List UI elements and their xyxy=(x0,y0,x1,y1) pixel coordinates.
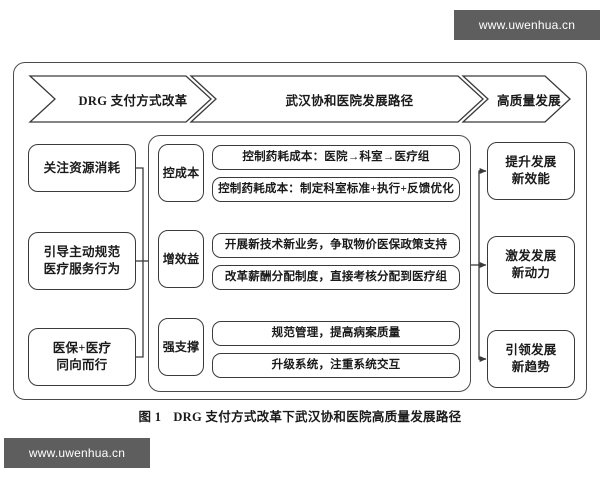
left-box-line: 同向而行 xyxy=(56,358,108,372)
right-box-new-trend: 引领发展 新趋势 xyxy=(487,330,575,388)
item-text: 升级系统，注重系统交互 xyxy=(271,358,401,371)
left-box-line: 引导主动规范 xyxy=(43,245,121,260)
watermark-top: www.uwenhua.cn xyxy=(454,10,600,40)
item-box-cost-control-2: 控制药耗成本：制定科室标准+执行+反馈优化 xyxy=(212,177,460,202)
item-box-strong-support-2: 升级系统，注重系统交互 xyxy=(212,353,460,378)
left-box-line: 医保+医疗 xyxy=(52,341,112,356)
figure-caption: 图 1 DRG 支付方式改革下武汉协和医院高质量发展路径 xyxy=(0,406,600,425)
pillar-label-text: 增效益 xyxy=(162,251,200,266)
right-box-new-efficiency: 提升发展 新效能 xyxy=(487,142,575,200)
right-box-line: 新趋势 xyxy=(511,360,551,374)
pillar-label-strong-support: 强支撑 xyxy=(158,318,204,376)
figure-caption-number: 图 1 xyxy=(138,410,162,424)
item-text: 改革薪酬分配制度，直接考核分配到医疗组 xyxy=(224,270,448,283)
right-box-line: 新效能 xyxy=(511,172,551,186)
left-box-service-behavior: 引导主动规范 医疗服务行为 xyxy=(28,232,136,290)
pillar-label-benefit-increase: 增效益 xyxy=(158,230,204,288)
item-text: 开展新技术新业务，争取物价医保政策支持 xyxy=(224,238,448,251)
item-text: 控制药耗成本：制定科室标准+执行+反馈优化 xyxy=(218,182,454,195)
right-box-line: 提升发展 xyxy=(505,155,557,170)
left-box-line: 关注资源消耗 xyxy=(43,160,121,175)
right-box-line: 激发发展 xyxy=(505,249,557,264)
left-box-line: 医疗服务行为 xyxy=(43,262,121,276)
item-box-strong-support-1: 规范管理，提高病案质量 xyxy=(212,321,460,346)
left-box-resource-consumption: 关注资源消耗 xyxy=(28,144,136,192)
chevron-label-development-path: 武汉协和医院发展路径 xyxy=(285,93,414,108)
item-box-benefit-increase-2: 改革薪酬分配制度，直接考核分配到医疗组 xyxy=(212,265,460,290)
right-box-line: 新动力 xyxy=(511,266,551,280)
chevron-label-drg-reform: DRG 支付方式改革 xyxy=(78,93,188,108)
right-box-new-momentum: 激发发展 新动力 xyxy=(487,236,575,294)
right-box-line: 引领发展 xyxy=(505,343,557,358)
pillar-label-text: 控成本 xyxy=(162,165,200,180)
item-text: 控制药耗成本：医院→科室→医疗组 xyxy=(242,150,430,163)
item-box-cost-control-1: 控制药耗成本：医院→科室→医疗组 xyxy=(212,145,460,170)
chevron-label-high-quality: 高质量发展 xyxy=(496,93,561,108)
watermark-bottom: www.uwenhua.cn xyxy=(4,438,150,468)
left-box-insurance-medical: 医保+医疗 同向而行 xyxy=(28,328,136,386)
item-box-benefit-increase-1: 开展新技术新业务，争取物价医保政策支持 xyxy=(212,233,460,258)
pillar-label-text: 强支撑 xyxy=(162,339,200,354)
pillar-label-cost-control: 控成本 xyxy=(158,144,204,202)
figure-caption-text: DRG 支付方式改革下武汉协和医院高质量发展路径 xyxy=(173,410,462,424)
item-text: 规范管理，提高病案质量 xyxy=(271,326,401,339)
